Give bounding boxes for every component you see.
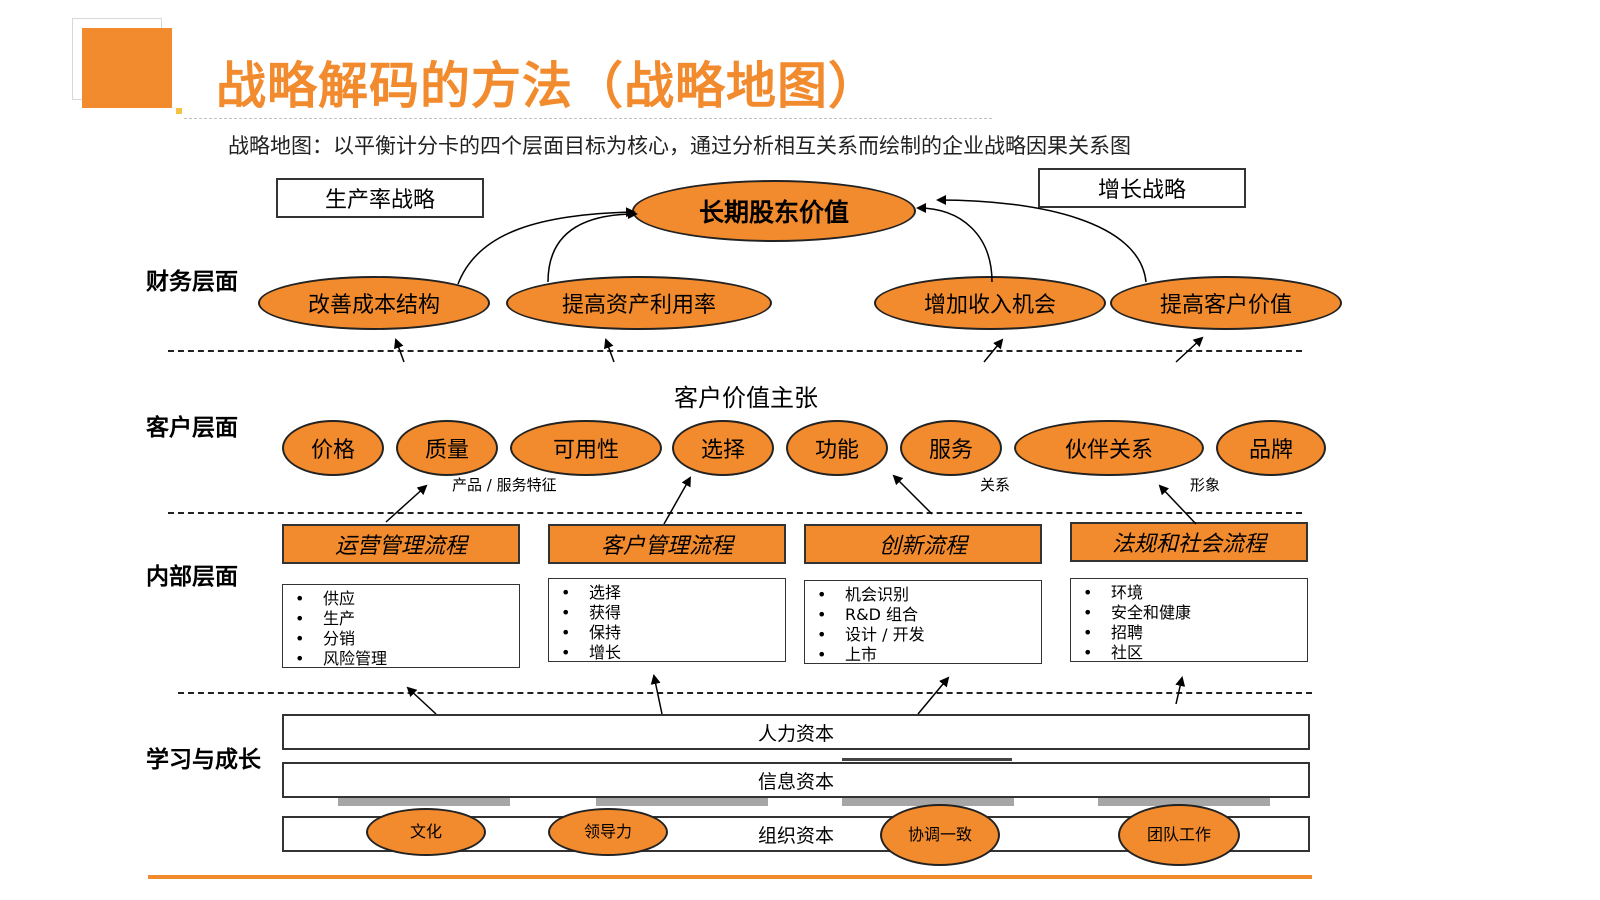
list-item: 保持 [561,623,785,643]
note-relationship: 关系 [980,476,1011,494]
divider-customer-internal [168,512,1302,514]
org-item-alignment: 协调一致 [880,804,1000,866]
page-title: 战略解码的方法（战略地图） [216,57,879,115]
customer-item-selection: 选择 [672,420,774,476]
customer-item-partnership: 伙伴关系 [1014,420,1204,476]
layer-label-learning: 学习与成长 [146,747,261,773]
list-item: 增长 [561,643,785,663]
arrow-asset-to-shareholder [547,209,638,283]
arrow-up [394,338,405,363]
org-item-leadership: 领导力 [548,808,668,856]
process-regulatory-items: 环境 安全和健康 招聘 社区 [1070,578,1308,663]
customer-item-service: 服务 [900,420,1002,476]
decor-tab [842,758,1012,761]
decor-orange-square [82,28,172,108]
process-customer-items: 选择 获得 保持 增长 [548,578,786,663]
list-item: 招聘 [1083,623,1307,643]
capital-human: 人力资本 [282,714,1310,750]
note-product-service-features: 产品 / 服务特征 [452,476,557,494]
process-operations-items: 供应 生产 分销 风险管理 [282,584,520,669]
list-item: 获得 [561,603,785,623]
customer-item-brand: 品牌 [1216,420,1326,476]
list-item: 环境 [1083,583,1307,603]
org-item-culture: 文化 [366,808,486,856]
growth-strategy-box: 增长战略 [1038,168,1246,208]
customer-item-function: 功能 [786,420,888,476]
list-item: 风险管理 [295,649,519,669]
customer-item-quality: 质量 [396,420,498,476]
arrow-up [604,338,615,363]
decor-tab [596,798,768,806]
footer-accent-line [148,875,1312,879]
layer-label-financial: 财务层面 [146,269,238,295]
decor-corner-dot [176,108,182,114]
list-item: 社区 [1083,643,1307,663]
process-innovation: 创新流程 [804,524,1042,564]
note-image: 形象 [1190,476,1221,494]
divider-internal-learning [178,692,1312,694]
layer-label-customer: 客户层面 [146,415,238,441]
process-customer-management: 客户管理流程 [548,524,786,564]
arrow-up [892,474,933,515]
list-item: 设计 / 开发 [817,625,1041,645]
title-divider [184,118,992,119]
customer-item-price: 价格 [282,420,384,476]
goal-improve-asset-utilization: 提高资产利用率 [506,276,772,330]
decor-tab [338,798,510,806]
list-item: 分销 [295,629,519,649]
org-item-teamwork: 团队工作 [1118,804,1240,866]
goal-long-term-shareholder-value: 长期股东价值 [632,180,916,242]
arrow-up [1175,336,1204,363]
decor-tab [1098,798,1270,806]
goal-increase-customer-value: 提高客户价值 [1110,276,1342,330]
divider-financial-customer [168,350,1302,352]
list-item: 安全和健康 [1083,603,1307,623]
process-operations-management: 运营管理流程 [282,524,520,564]
list-item: R&D 组合 [817,605,1041,625]
arrow-up [983,338,1004,363]
arrow-up [406,686,437,715]
arrow-up [385,484,428,523]
capital-information: 信息资本 [282,762,1310,798]
layer-label-internal: 内部层面 [146,564,238,590]
process-innovation-items: 机会识别 R&D 组合 设计 / 开发 上市 [804,580,1042,665]
decor-tab [842,798,1014,806]
page-subtitle: 战略地图：以平衡计分卡的四个层面目标为核心，通过分析相互关系而绘制的企业战略因果… [228,134,1131,158]
arrow-up [663,476,691,525]
list-item: 机会识别 [817,585,1041,605]
list-item: 生产 [295,609,519,629]
arrow-cost-to-shareholder [457,207,636,285]
list-item: 上市 [817,645,1041,665]
arrow-up [650,674,663,715]
productivity-strategy-box: 生产率战略 [276,178,484,218]
list-item: 供应 [295,589,519,609]
arrow-up [917,676,950,715]
arrow-custvalue-to-shareholder [936,195,1147,283]
customer-item-availability: 可用性 [510,420,662,476]
customer-value-proposition-title: 客户价值主张 [674,384,818,412]
goal-improve-cost-structure: 改善成本结构 [258,276,490,330]
process-regulatory-social: 法规和社会流程 [1070,522,1308,562]
arrow-up [1158,484,1197,525]
list-item: 选择 [561,583,785,603]
goal-increase-revenue-opportunity: 增加收入机会 [874,276,1106,330]
arrow-up [1175,676,1186,705]
arrow-revenue-to-shareholder [916,203,993,283]
